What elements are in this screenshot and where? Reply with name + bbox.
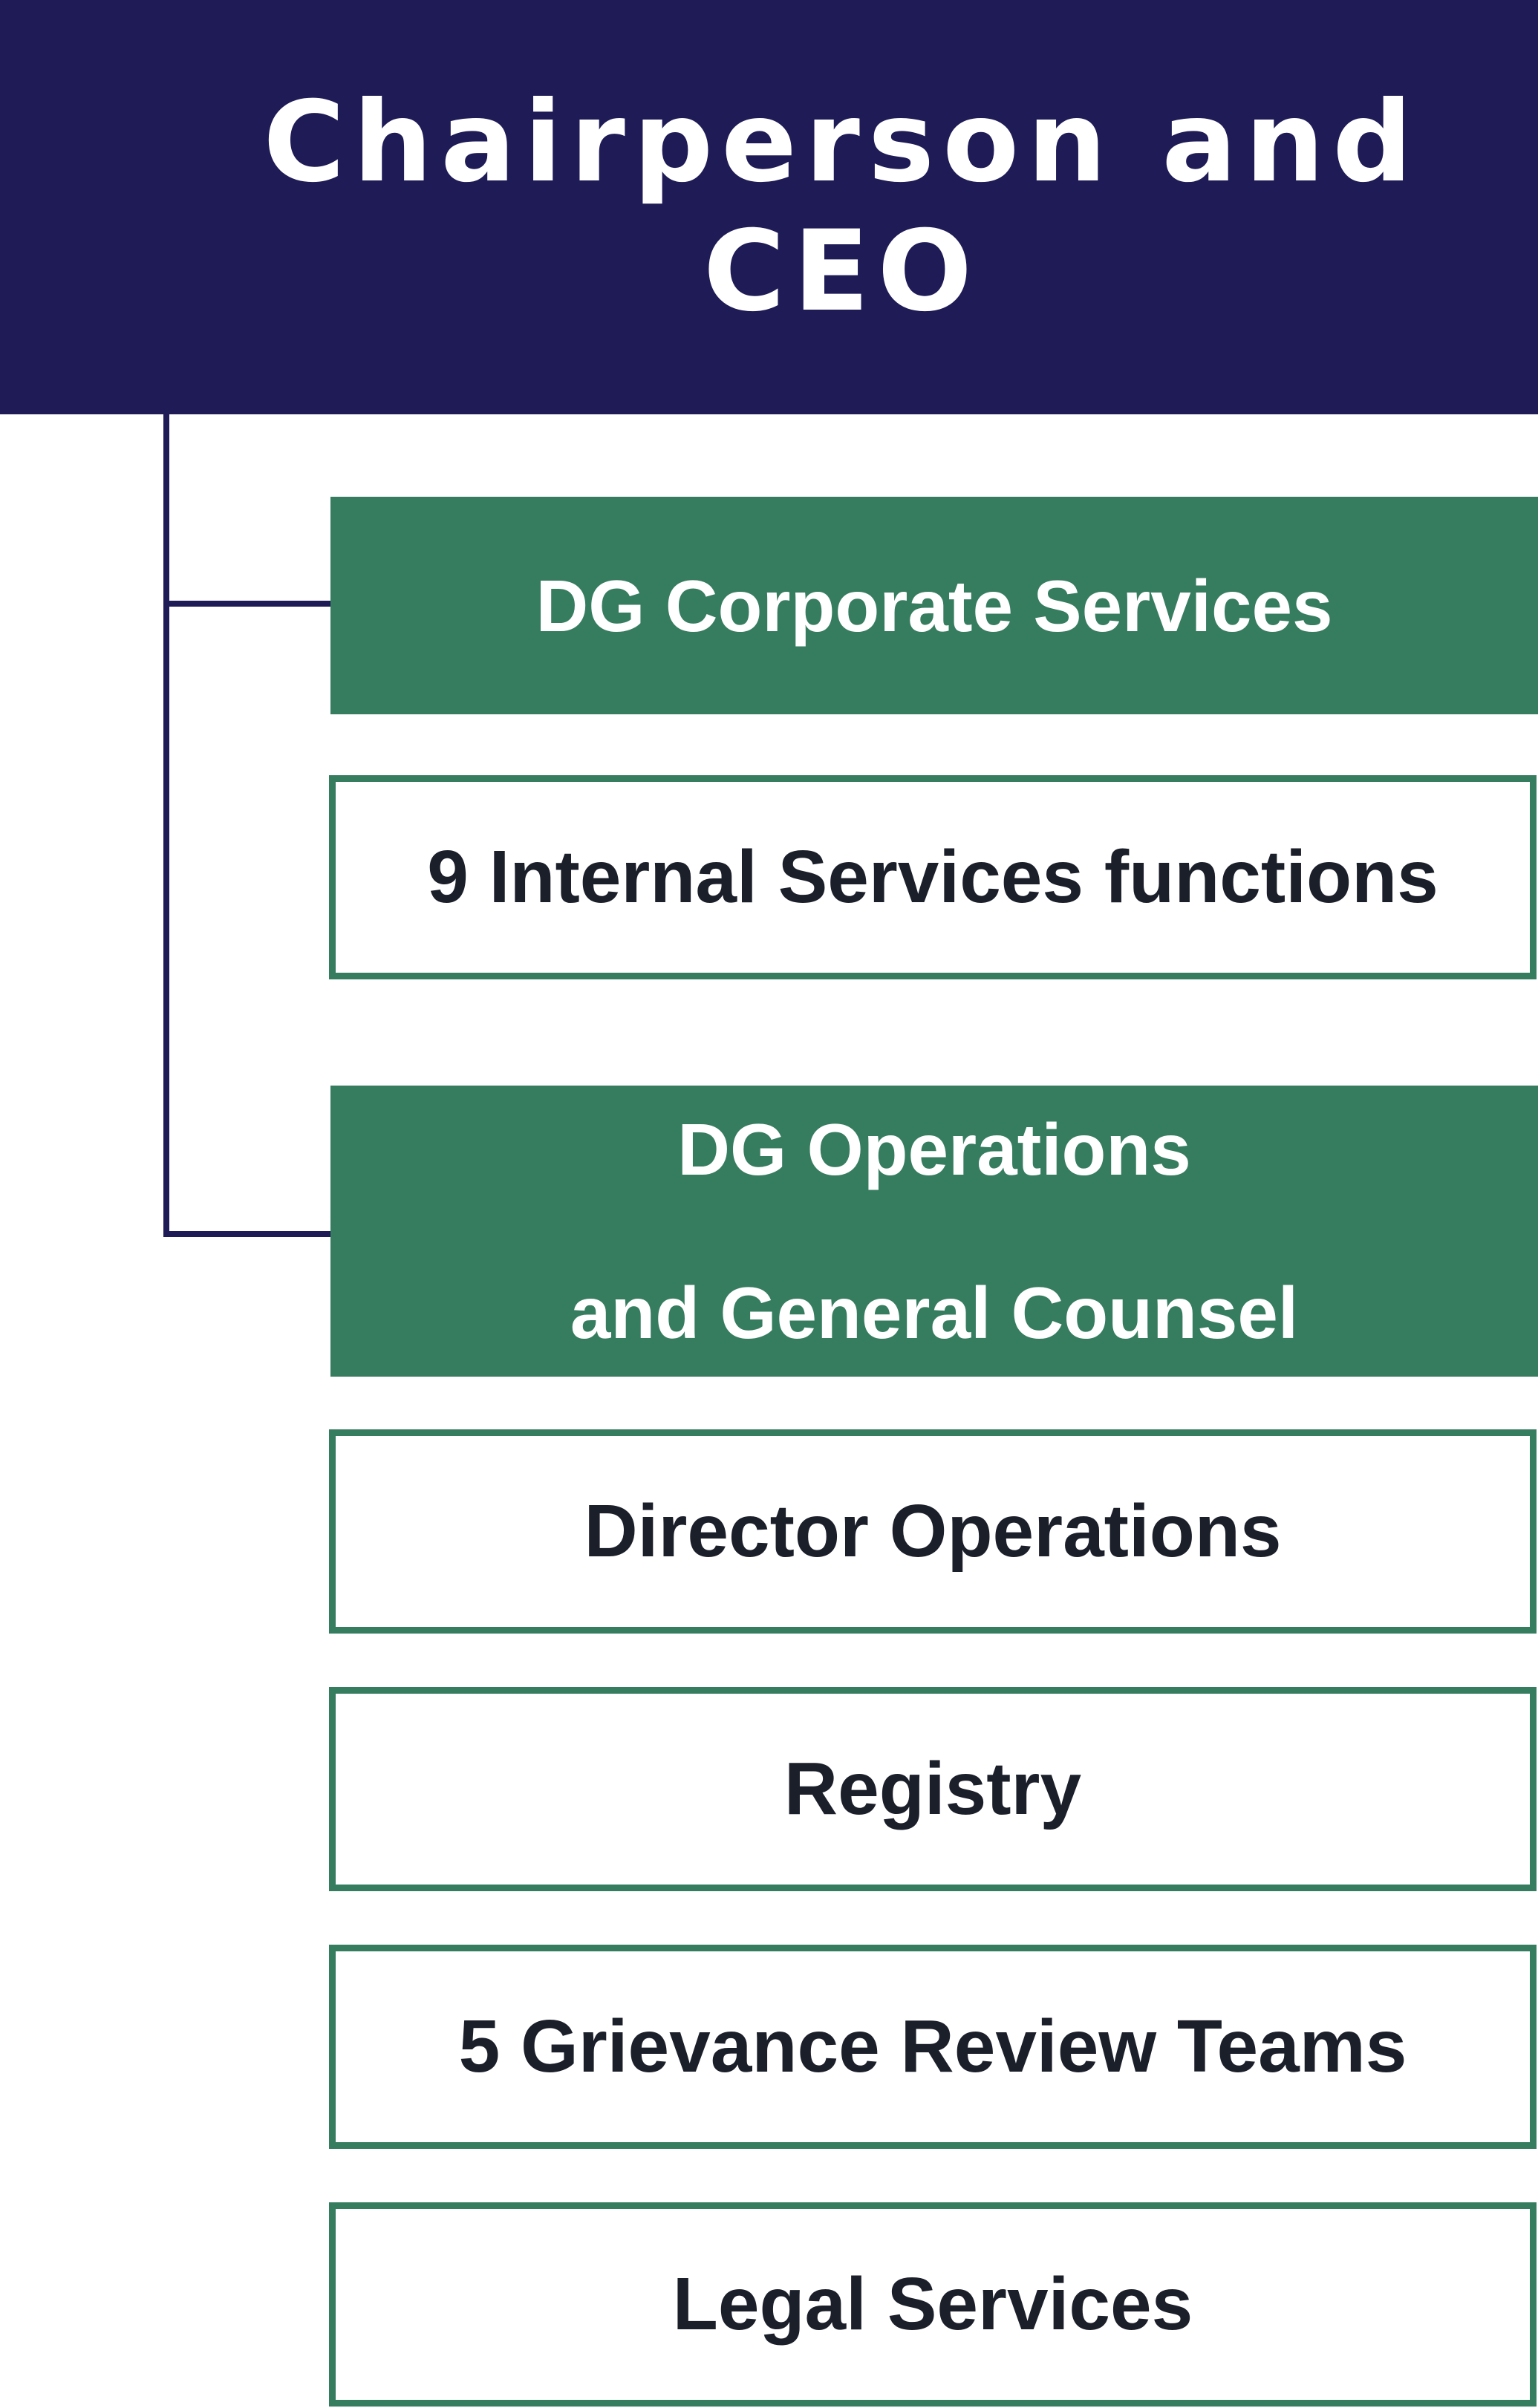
unit-label-director-operations: Director Operations bbox=[584, 1489, 1282, 1573]
dg-corporate-services-label: DG Corporate Services bbox=[535, 564, 1333, 647]
unit-box-registry: Registry bbox=[329, 1687, 1537, 1891]
unit-label-internal-services: 9 Internal Services functions bbox=[427, 835, 1438, 919]
dg-operations-label: DG Operations and General Counsel bbox=[570, 1027, 1298, 1435]
dg-operations-label-line-2: and General Counsel bbox=[570, 1272, 1299, 1354]
unit-box-legal-services: Legal Services bbox=[329, 2202, 1537, 2407]
unit-box-grievance-review-teams: 5 Grievance Review Teams bbox=[329, 1945, 1537, 2149]
unit-label-legal-services: Legal Services bbox=[672, 2262, 1193, 2346]
unit-label-grievance-review-teams: 5 Grievance Review Teams bbox=[458, 2005, 1407, 2088]
chairperson-ceo-title: Chairperson and CEO bbox=[263, 78, 1421, 336]
unit-label-registry: Registry bbox=[783, 1747, 1082, 1830]
unit-box-internal-services: 9 Internal Services functions bbox=[329, 775, 1537, 979]
chairperson-ceo-box: Chairperson and CEO bbox=[0, 0, 1538, 414]
connector-vertical bbox=[163, 412, 169, 1237]
connector-to-dg-operations bbox=[163, 1231, 332, 1237]
dg-operations-box: DG Operations and General Counsel bbox=[330, 1086, 1538, 1377]
dg-corporate-services-box: DG Corporate Services bbox=[330, 497, 1538, 714]
dg-operations-label-line-1: DG Operations bbox=[677, 1109, 1191, 1190]
unit-box-director-operations: Director Operations bbox=[329, 1429, 1537, 1634]
connector-to-dg-corporate bbox=[163, 601, 332, 607]
